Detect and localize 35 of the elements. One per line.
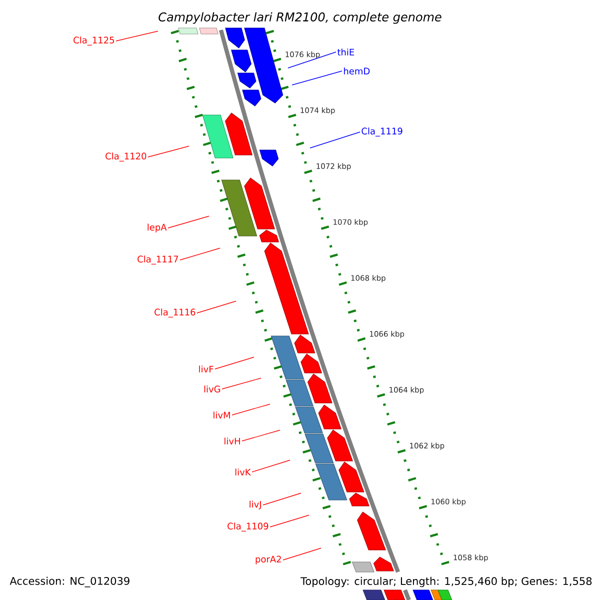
gene-label: livH [224,438,240,444]
leader-line [292,70,342,86]
gene-label: Cla_1119 [362,128,402,136]
genome-info-text: Topology: circular; Length: 1,525,460 bp; Genes: 1,558 [300,576,592,588]
leader-line [148,146,190,158]
leader-line [282,548,322,560]
accession-text: Accession: NC_012039 [10,576,130,588]
leader-line [222,378,262,390]
leader-line [116,30,158,42]
leader-line [196,300,236,314]
leader-line [242,430,280,442]
leader-line [232,404,270,416]
gene-label: livJ [250,500,261,510]
leader-line [214,356,254,370]
gene-label: Cla_1109 [228,522,268,532]
gene-label: porA2 [256,556,281,564]
leader-line [310,132,360,148]
title: Campylobacter lari RM2100, complete genome [158,12,442,24]
leader-line [180,248,220,260]
gene-label: Cla_1120 [106,152,146,162]
gene-label: livM [214,412,230,418]
leader-line [288,52,336,68]
gene-label: livF [199,366,214,372]
gene-label: Cla_1125 [74,36,114,46]
leader-line [262,492,302,506]
gene-label: hemD [344,68,370,74]
leader-line [168,216,210,228]
gene-label: thiE [337,48,354,56]
gene-label: livG [204,386,220,392]
gene-label: lepA [148,224,167,232]
gene-label: Cla_1117 [138,256,178,264]
gene-label: livK [235,468,251,476]
leader-line [252,460,290,472]
leader-line [270,514,310,528]
gene-label: Cla_1116 [154,308,196,318]
